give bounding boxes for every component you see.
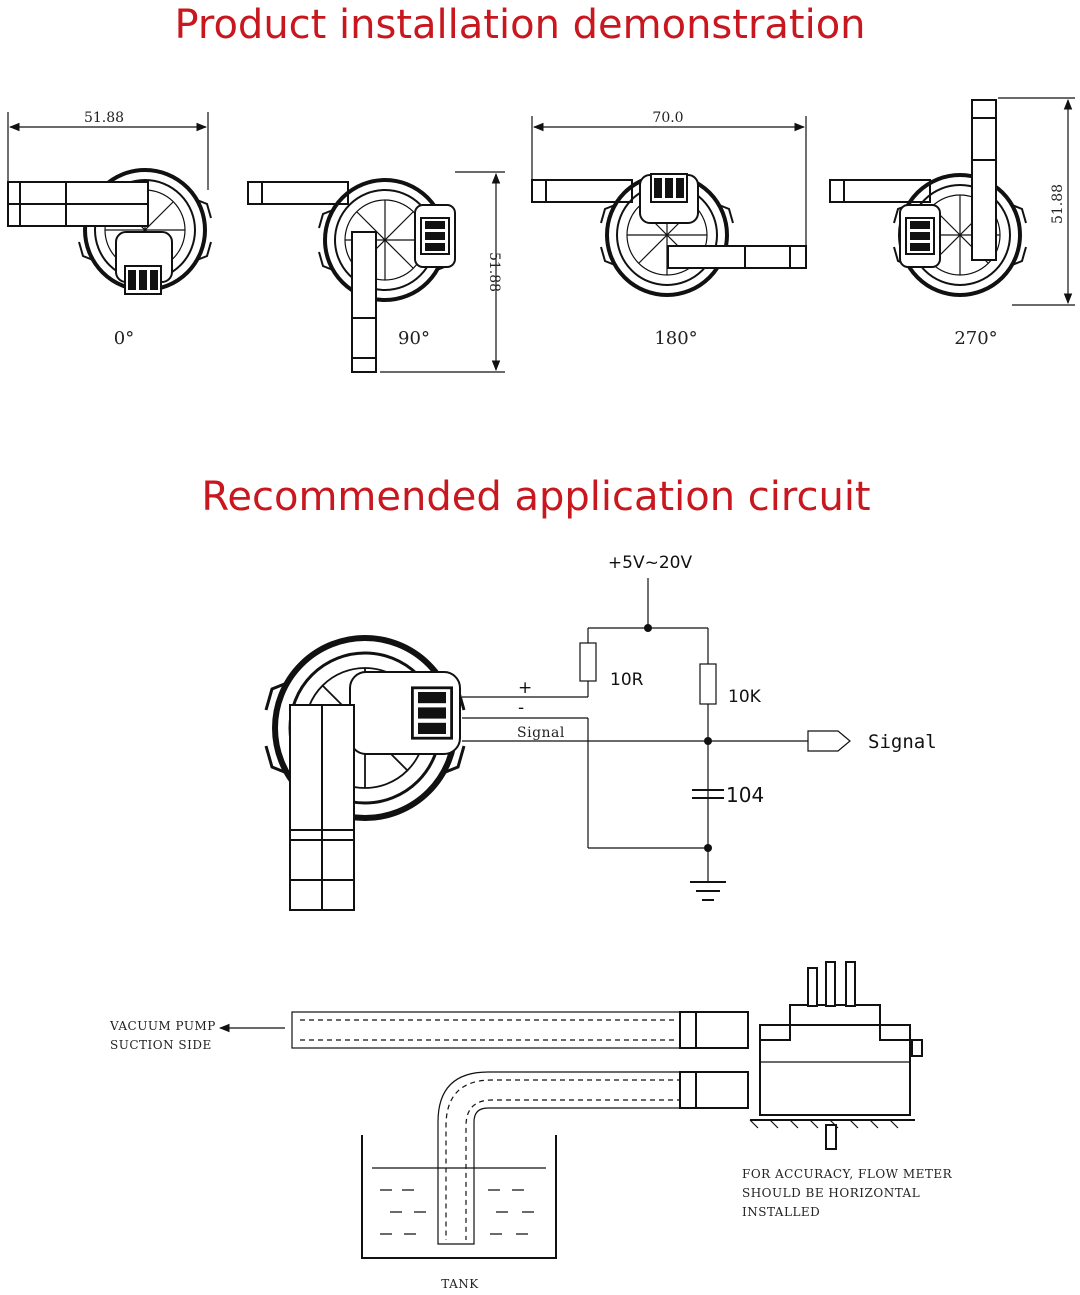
note-line1: FOR ACCURACY, FLOW METER [742,1167,953,1181]
supply-voltage-label: +5V~20V [608,553,693,573]
tank-label: TANK [441,1277,479,1291]
flow-meter [759,1024,911,1116]
angle-90: 90° [398,328,430,349]
circuit-pump [266,638,464,911]
angle-270: 270° [954,328,997,349]
lower-hose [437,1071,682,1245]
dim-height-90: 51.88 [486,252,502,292]
pump-180-deg: 70.0 180° [531,110,807,349]
signal-output-connector [807,730,851,752]
signal-wire-label: Signal [517,725,565,741]
section2-title: Recommended application circuit [201,474,870,520]
installation-diagram [218,961,923,1259]
circuit-wiring [462,578,851,901]
r2-label: 10K [728,687,762,707]
resistor-10r [579,642,597,682]
vacuum-pump-label-line1: VACUUM PUMP [109,1019,216,1033]
angle-180: 180° [654,328,697,349]
r1-label: 10R [610,670,644,690]
dim-height-270: 51.88 [1050,184,1066,224]
dim-width-180: 70.0 [652,110,683,126]
dim-width-0: 51.88 [84,110,124,126]
upper-hose [291,1011,683,1049]
section1-title: Product installation demonstration [174,2,865,48]
tank [361,1135,557,1259]
signal-output-label: Signal [868,731,937,753]
minus-label: - [518,698,524,718]
capacitor-label: 104 [726,783,764,807]
plus-label: + [518,678,532,698]
note-line2: SHOULD BE HORIZONTAL [742,1186,920,1200]
resistor-10k [699,663,717,705]
pump-0-deg: 51.88 0° [7,110,213,349]
pump-90-deg: 51.88 90° [247,171,505,373]
angle-0: 0° [114,328,134,349]
pump-270-deg: 51.88 270° [829,97,1075,349]
note-line3: INSTALLED [742,1205,820,1219]
vacuum-pump-label-line2: SUCTION SIDE [110,1038,212,1052]
